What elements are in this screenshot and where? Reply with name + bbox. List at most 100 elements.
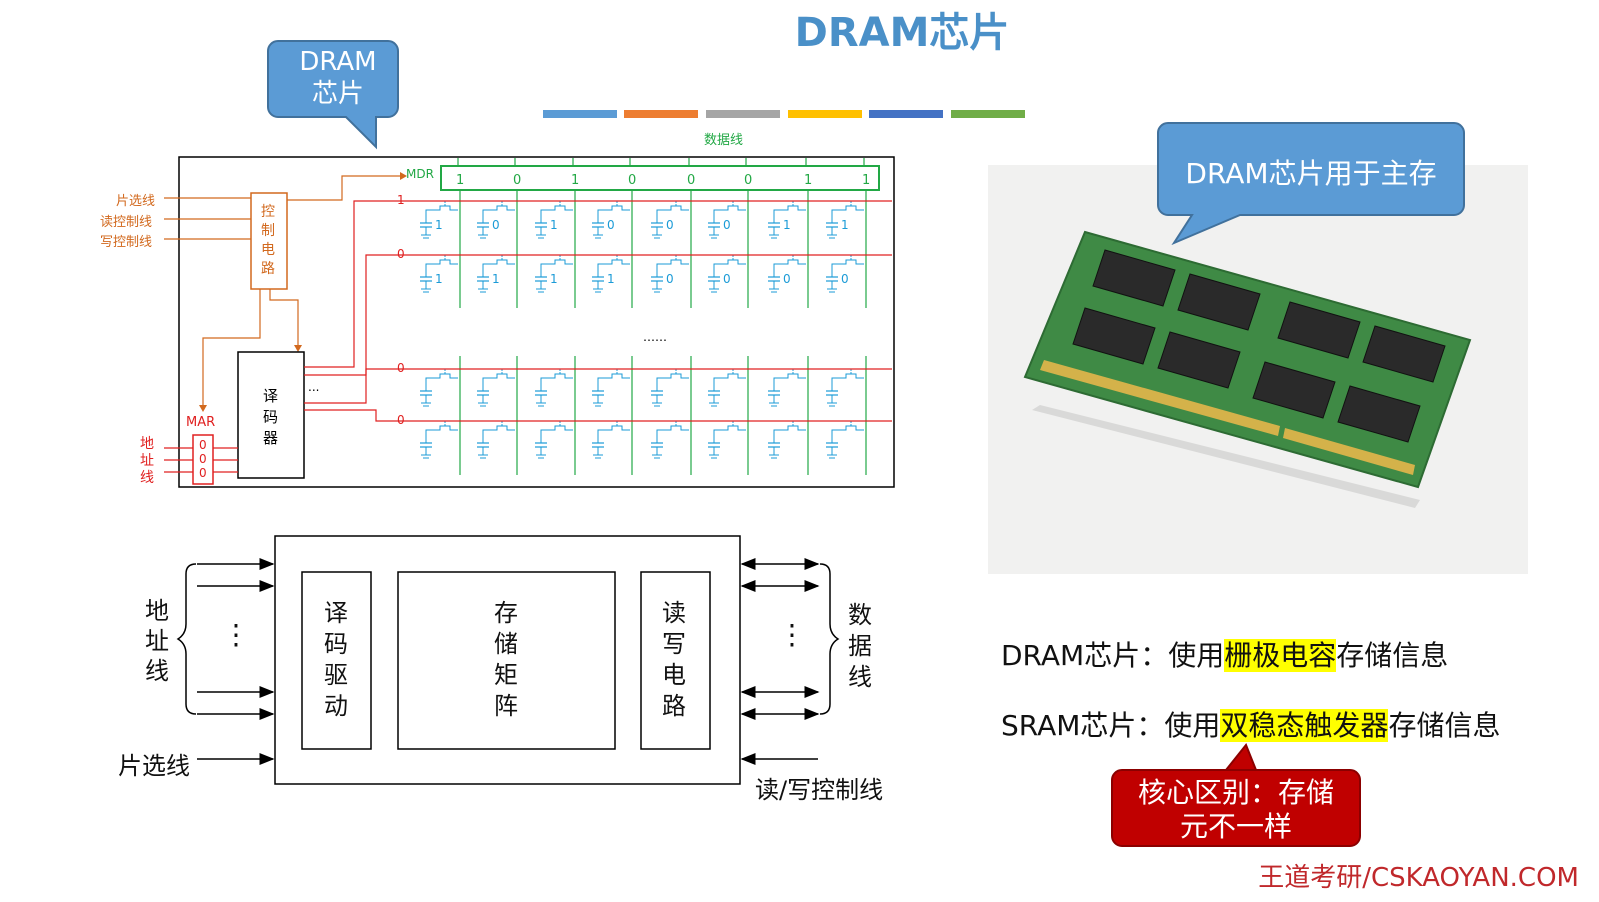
- memory-cell: [768, 369, 806, 407]
- memory-cell: [535, 421, 573, 459]
- write-control-input-label: 写控制线: [100, 235, 153, 250]
- memory-cell: 1: [420, 201, 458, 239]
- cell-value: 0: [841, 272, 849, 286]
- main-memory-callout-text: DRAM芯片用于主存: [1185, 157, 1437, 190]
- rw-control-label: 读/写控制线: [755, 776, 884, 804]
- mdr-bit: 0: [628, 173, 636, 188]
- memory-cell: 1: [477, 255, 515, 293]
- memory-cell: 0: [708, 201, 746, 239]
- dram-chip-callout: [267, 40, 399, 150]
- read-write-circuit-label: 读写电路: [662, 599, 686, 720]
- cell-value: 1: [550, 218, 558, 232]
- memory-cell: 0: [651, 201, 689, 239]
- sram-suffix: 存储信息: [1388, 709, 1501, 742]
- mdr-bit: 0: [513, 173, 521, 188]
- stripe-2: [624, 110, 698, 118]
- mdr-register: [440, 165, 880, 191]
- storage-matrix-box: [397, 571, 616, 750]
- memory-cell: [535, 369, 573, 407]
- control-circuit-label: 控制电路: [261, 204, 275, 277]
- address-dots: ⋮: [222, 618, 250, 651]
- chip-select-label: 片选线: [118, 752, 190, 780]
- sram-comparison-line: SRAM芯片：使用双稳态触发器存储信息: [1001, 704, 1500, 744]
- memory-cell: 0: [708, 255, 746, 293]
- cell-value: 0: [666, 272, 674, 286]
- stripe-5: [869, 110, 943, 118]
- row-select-0: 1: [397, 193, 405, 207]
- cell-value: 0: [492, 218, 500, 232]
- cell-value: 0: [666, 218, 674, 232]
- mar-bit-1: 0: [199, 452, 207, 466]
- read-write-circuit-box: [640, 571, 711, 750]
- stripe-6: [951, 110, 1025, 118]
- control-circuit-box: [250, 192, 288, 290]
- mdr-label: MDR: [406, 167, 434, 181]
- mdr-bit: 1: [456, 173, 464, 188]
- mar-bit-2: 0: [199, 466, 207, 480]
- cell-value: 0: [723, 272, 731, 286]
- memory-cell: 1: [535, 201, 573, 239]
- dram-chip-package: [1337, 385, 1421, 443]
- dram-chip-callout-text: DRAM 芯片: [299, 47, 377, 109]
- core-difference-callout: [1111, 743, 1361, 847]
- dram-chip-package: [1252, 361, 1336, 419]
- decoder-box: [237, 351, 305, 479]
- memory-cell: 0: [826, 255, 864, 293]
- dram-suffix: 存储信息: [1336, 639, 1449, 672]
- cell-value: 1: [492, 272, 500, 286]
- mar-label: MAR: [186, 415, 216, 430]
- main-memory-callout: [1157, 122, 1465, 246]
- stripe-3: [706, 110, 780, 118]
- row-select-2: 0: [397, 361, 405, 375]
- dram-chip-package: [1362, 325, 1446, 383]
- gold-contacts: [1040, 360, 1280, 436]
- cell-value: 1: [783, 218, 791, 232]
- memory-cell: [420, 369, 458, 407]
- address-line-vertical-label: 地址线: [145, 597, 169, 685]
- memory-cell: [768, 421, 806, 459]
- dram-highlight: 栅极电容: [1224, 639, 1337, 672]
- dram-chip-package: [1092, 249, 1176, 307]
- stripe-4: [788, 110, 862, 118]
- memory-cell: 1: [768, 201, 806, 239]
- sram-highlight: 双稳态触发器: [1220, 709, 1389, 742]
- memory-cell: [592, 369, 630, 407]
- mdr-bit: 0: [744, 173, 752, 188]
- dram-chip-package: [1277, 301, 1361, 359]
- mdr-bit: 1: [862, 173, 870, 188]
- memory-cell: [651, 369, 689, 407]
- mdr-bit: 1: [571, 173, 579, 188]
- memory-cell: 1: [535, 255, 573, 293]
- address-brace: [176, 563, 197, 715]
- memory-cell: 0: [651, 255, 689, 293]
- memory-cell: [592, 421, 630, 459]
- decoder-driver-label: 译码驱动: [324, 599, 348, 720]
- cell-value: 1: [550, 272, 558, 286]
- memory-cell: 0: [477, 201, 515, 239]
- cell-value: 0: [783, 272, 791, 286]
- core-difference-callout-text: 核心区别：存储 元不一样: [1137, 776, 1334, 843]
- read-control-input-label: 读控制线: [100, 215, 153, 230]
- memory-cell: 0: [592, 201, 630, 239]
- decoder-driver-box: [301, 571, 372, 750]
- address-line-label: 地址线: [140, 436, 154, 486]
- decoder-ellipsis: ...: [308, 380, 320, 394]
- cell-value: 1: [607, 272, 615, 286]
- slide-title: DRAM芯片: [794, 10, 1010, 56]
- cell-value: 1: [435, 272, 443, 286]
- decoder-label: 译码器: [263, 387, 279, 447]
- memory-cell: [651, 421, 689, 459]
- chip-select-input-label: 片选线: [116, 194, 156, 209]
- watermark: 王道考研/CSKAOYAN.COM: [1258, 863, 1579, 893]
- memory-cell: 1: [420, 255, 458, 293]
- dram-chip-package: [1177, 273, 1261, 331]
- memory-cell: [708, 421, 746, 459]
- rows-ellipsis: ……: [643, 330, 667, 344]
- memory-cell: [826, 421, 864, 459]
- mdr-bit: 0: [687, 173, 695, 188]
- mdr-bit: 1: [804, 173, 812, 188]
- data-line-label: 数据线: [704, 133, 744, 148]
